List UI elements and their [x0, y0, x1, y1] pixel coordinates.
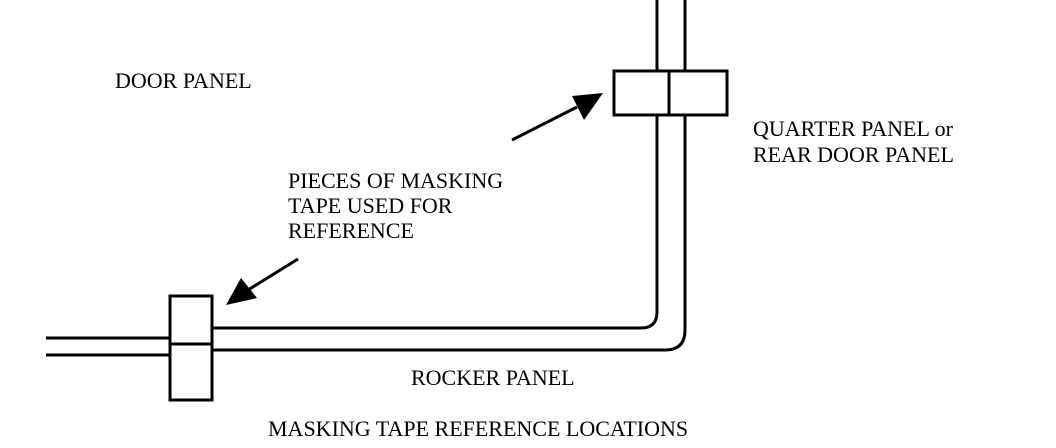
- panel-gap-outer-line: [46, 0, 687, 357]
- quarter-panel-label-line2: REAR DOOR PANEL: [753, 142, 954, 167]
- rocker-panel-label: ROCKER PANEL: [411, 365, 575, 390]
- panel-gap-inner-line: [46, 0, 659, 340]
- arrow-to-upper-tape: [511, 93, 603, 142]
- masking-tape-label-line2: TAPE USED FOR: [288, 193, 453, 218]
- quarter-panel-label-line1: QUARTER PANEL or: [753, 116, 954, 141]
- lower-tape-piece: [168, 294, 214, 402]
- door-panel-label: DOOR PANEL: [115, 68, 252, 93]
- masking-tape-label-line3: REFERENCE: [288, 218, 414, 243]
- diagram-caption: MASKING TAPE REFERENCE LOCATIONS: [268, 416, 688, 441]
- masking-tape-label-line1: PIECES OF MASKING: [288, 168, 503, 193]
- arrow-to-lower-tape: [226, 257, 299, 305]
- upper-tape-piece: [612, 69, 729, 117]
